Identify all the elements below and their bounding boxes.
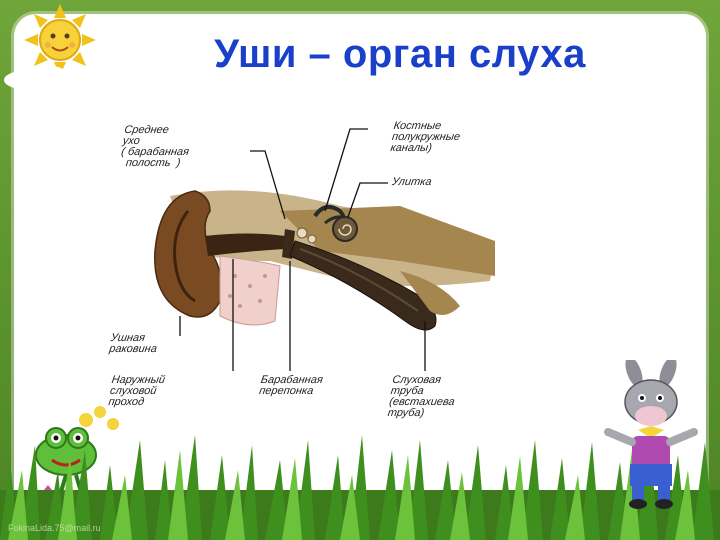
label-cochlea: Улитка xyxy=(391,176,433,188)
label-auricle: Ушная раковина xyxy=(108,332,158,355)
label-middle-ear: Среднее ухо ( барабанная полость ) xyxy=(118,124,190,169)
slide-title: Уши – орган слуха xyxy=(214,32,586,76)
label-semicircular-canals: Костные полукружные каналы) xyxy=(389,120,461,154)
ear-diagram: Среднее ухо ( барабанная полость ) Костн… xyxy=(100,111,502,433)
label-eustachian-tube: Слуховая труба (евстахиева труба) xyxy=(386,374,456,419)
footer-credit: FokinaLida.75@mail.ru xyxy=(8,523,101,533)
grass-border xyxy=(0,435,720,540)
donkey-illustration xyxy=(604,360,698,509)
ear-illustration xyxy=(154,128,495,371)
label-eardrum: Барабанная перепонка xyxy=(258,374,324,397)
sun-illustration xyxy=(4,4,105,90)
frog-illustration xyxy=(35,406,119,496)
